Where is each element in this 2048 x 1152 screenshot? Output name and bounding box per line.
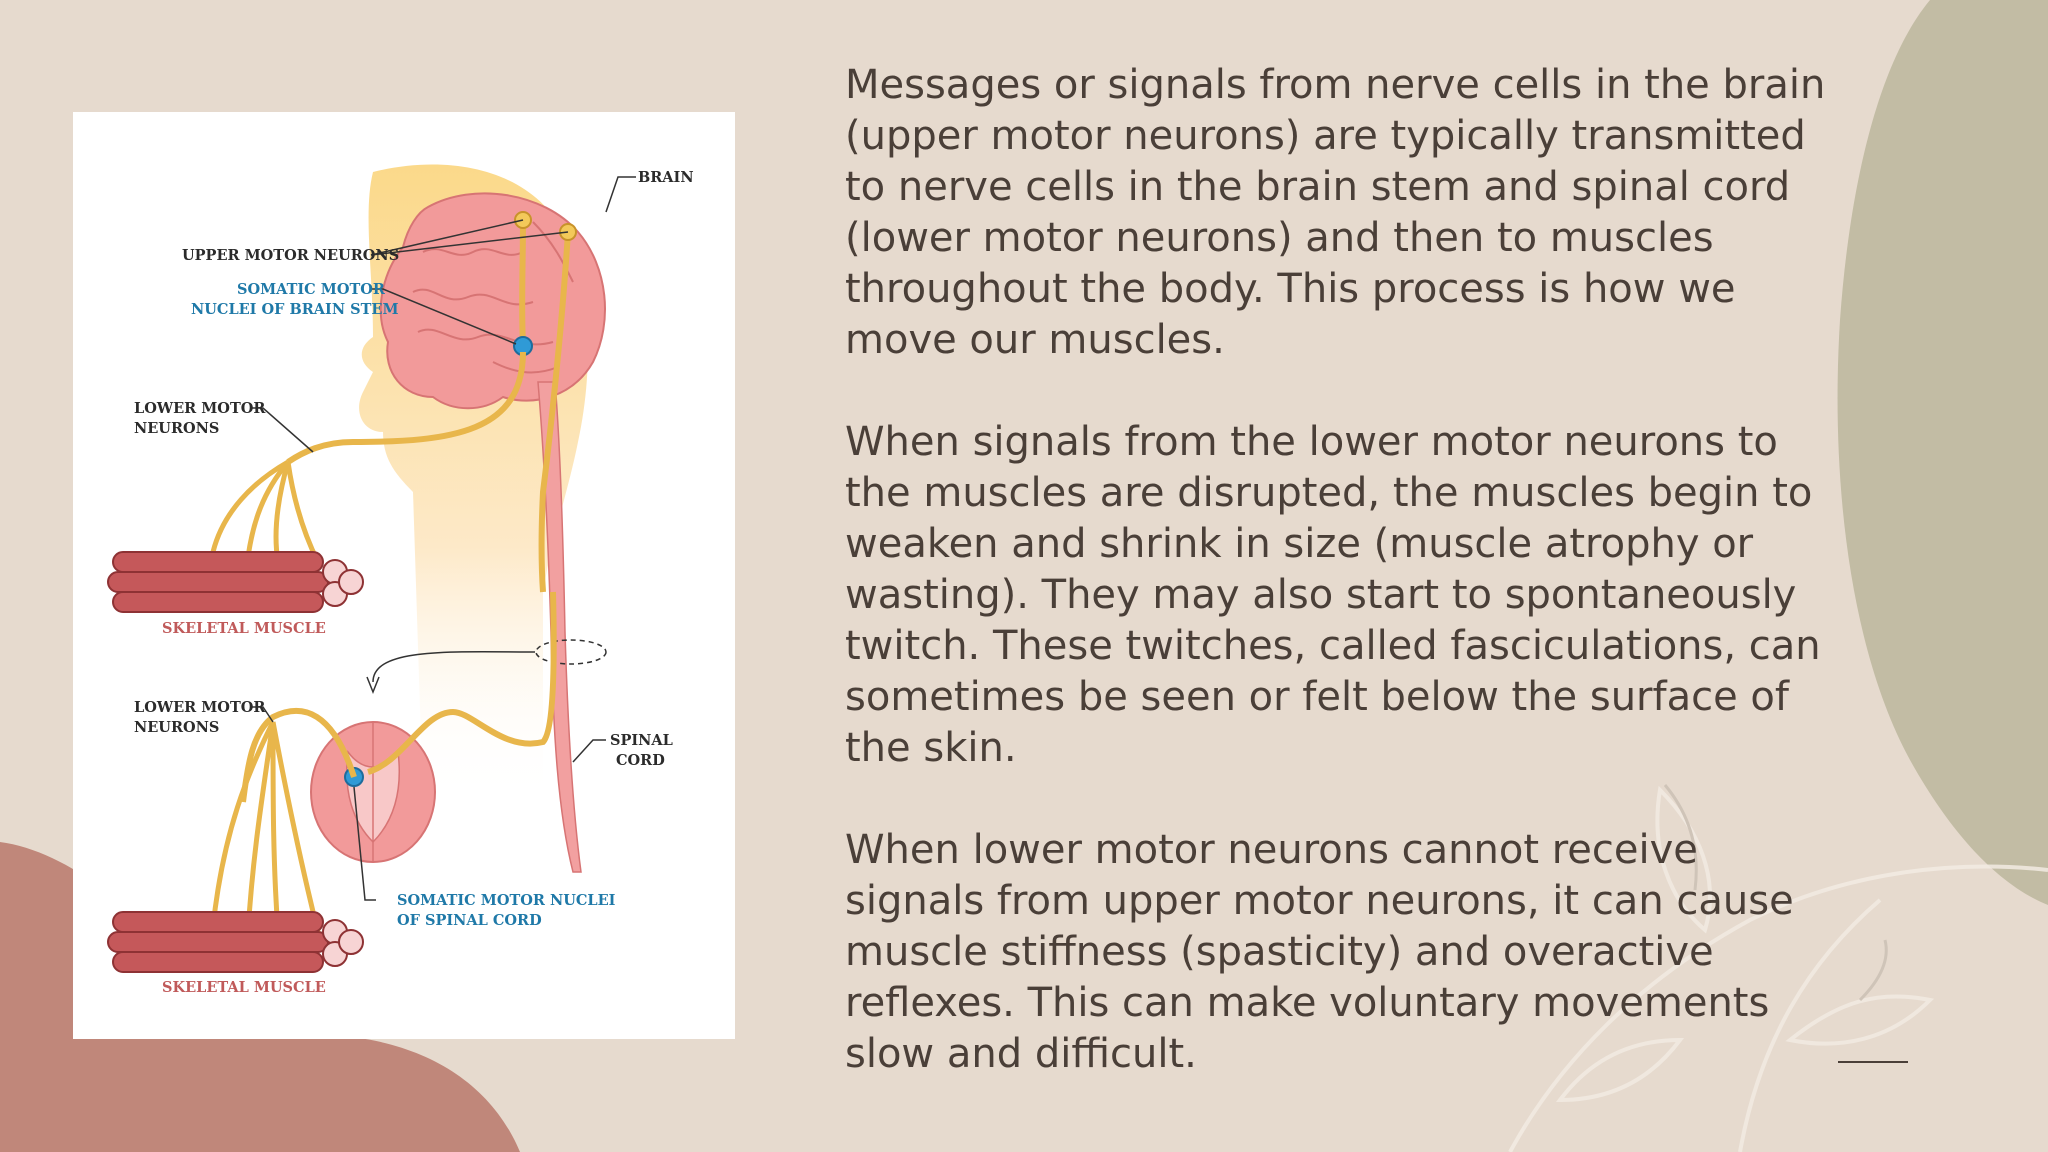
label-somatic-spinal-1: SOMATIC MOTOR NUCLEI xyxy=(397,892,616,909)
body-text: Messages or signals from nerve cells in … xyxy=(845,60,1845,1131)
label-brain: BRAIN xyxy=(638,169,694,186)
branches-bottom xyxy=(210,720,321,933)
label-somatic-brainstem-2: NUCLEI OF BRAIN STEM xyxy=(191,301,399,318)
spinal-section-marker xyxy=(535,639,607,665)
motor-neuron-diagram: BRAIN UPPER MOTOR NEURONS SOMATIC MOTOR … xyxy=(73,112,735,1039)
label-lower-motor-bottom-2: NEURONS xyxy=(134,719,219,736)
spinal-signal-path xyxy=(366,591,557,775)
footer-divider xyxy=(1838,1061,1908,1063)
label-somatic-brainstem-1: SOMATIC MOTOR xyxy=(237,281,386,298)
diagram-svg: BRAIN UPPER MOTOR NEURONS SOMATIC MOTOR … xyxy=(107,164,694,996)
label-lower-motor-top-1: LOWER MOTOR xyxy=(134,400,266,417)
label-skeletal-muscle-bottom: SKELETAL MUSCLE xyxy=(162,979,326,996)
label-lower-motor-bottom-1: LOWER MOTOR xyxy=(134,699,266,716)
leaf-sketch xyxy=(1663,784,1888,1002)
section-arrow xyxy=(372,651,536,683)
spinal-column xyxy=(537,381,582,873)
leaf-line-art xyxy=(1508,785,2048,1152)
label-skeletal-muscle-top: SKELETAL MUSCLE xyxy=(162,620,326,637)
branches-top xyxy=(210,459,321,564)
olive-shape xyxy=(1837,0,2048,905)
spinal-cross-section xyxy=(310,721,436,863)
skeletal-muscle-top-graphic xyxy=(107,551,364,613)
label-lower-motor-top-2: NEURONS xyxy=(134,420,219,437)
upper-motor-neuron-paths xyxy=(519,219,571,593)
label-upper-motor-neurons: UPPER MOTOR NEURONS xyxy=(182,247,399,264)
paragraph-1: Messages or signals from nerve cells in … xyxy=(845,62,1826,363)
label-spinal-cord-1: SPINAL xyxy=(610,732,673,749)
lower-motor-path-bottom xyxy=(240,707,357,803)
label-spinal-cord-2: CORD xyxy=(616,752,665,769)
leader-lines xyxy=(250,176,636,901)
skeletal-muscle-bottom-graphic xyxy=(107,911,364,973)
paragraph-2: When signals from the lower motor neuron… xyxy=(845,419,1821,771)
label-somatic-spinal-2: OF SPINAL CORD xyxy=(397,912,542,929)
paragraph-3: When lower motor neurons cannot receive … xyxy=(845,827,1794,1077)
